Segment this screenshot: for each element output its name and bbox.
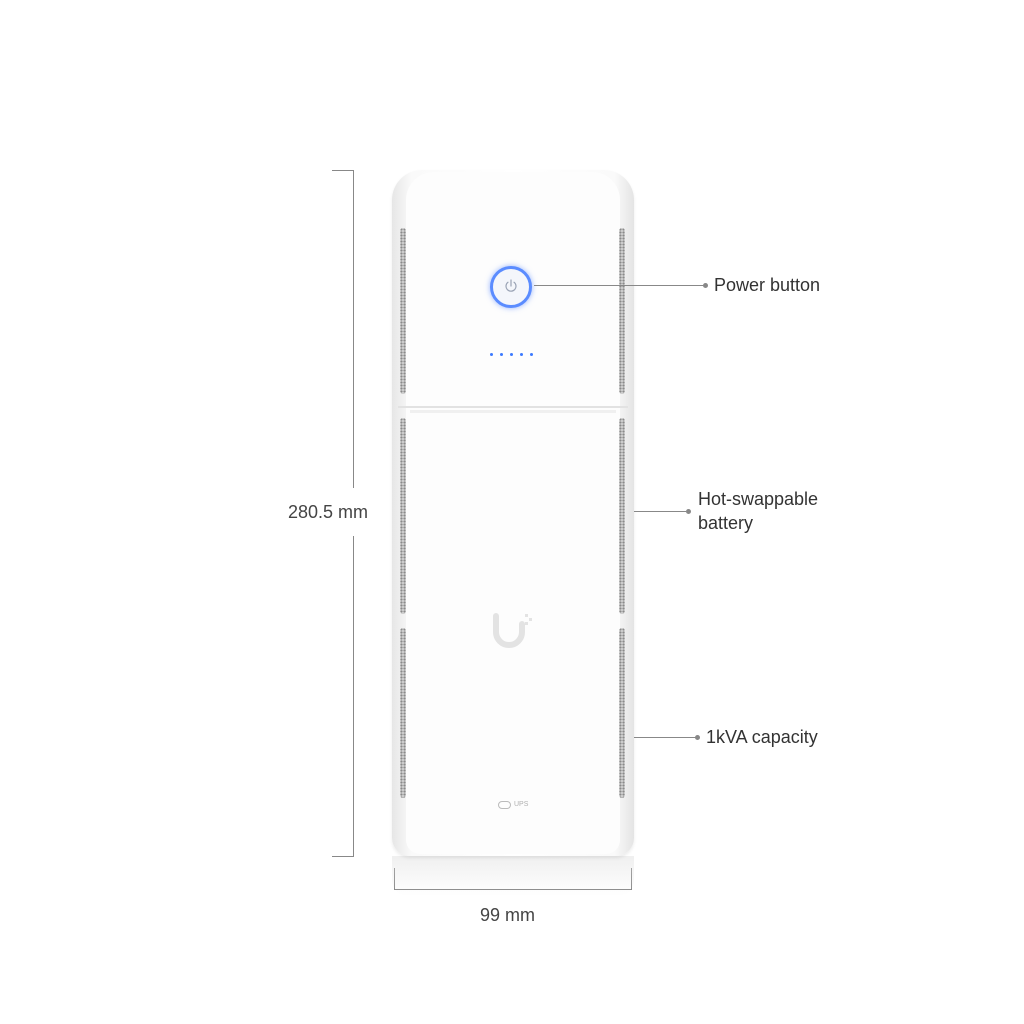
ups-device: UPS (392, 170, 634, 856)
callout-power-label: Power button (714, 275, 821, 295)
callout-capacity-line (634, 737, 696, 738)
power-button[interactable] (490, 266, 532, 308)
led-5 (530, 353, 533, 356)
vent-right-top (619, 228, 625, 394)
battery-level-leds (490, 353, 536, 357)
battery-door-seam (398, 406, 628, 408)
width-bracket-right (631, 868, 632, 890)
width-bracket-left (394, 868, 395, 890)
callout-battery-label-line1: Hot-swappable (698, 489, 819, 509)
width-label: 99 mm (480, 905, 536, 925)
ups-badge-text: UPS (514, 801, 529, 808)
led-4 (520, 353, 523, 356)
ubiquiti-logo-icon (493, 613, 532, 648)
vent-left-middle (400, 418, 406, 614)
power-icon (505, 279, 517, 292)
vent-right-bottom (619, 628, 625, 798)
height-bracket-bottom (332, 856, 354, 857)
vent-right-middle (619, 418, 625, 614)
callout-capacity-label: 1kVA capacity (706, 727, 818, 747)
height-bracket-line-upper (353, 170, 354, 488)
led-3 (510, 353, 513, 356)
height-bracket-line-lower (353, 536, 354, 857)
floor-reflection (392, 856, 634, 896)
height-label: 280.5 mm (288, 502, 369, 522)
height-bracket-top (332, 170, 354, 171)
callout-capacity-dot (695, 735, 700, 740)
callout-battery-line (634, 511, 686, 512)
battery-icon (498, 801, 511, 809)
ups-badge: UPS (498, 800, 538, 812)
vent-left-bottom (400, 628, 406, 798)
callout-battery-dot (686, 509, 691, 514)
callout-battery-label-line2: battery (698, 513, 754, 533)
callout-power-dot (703, 283, 708, 288)
callout-power-line (534, 285, 704, 286)
led-1 (490, 353, 493, 356)
battery-door-lip (410, 410, 616, 413)
width-bracket-line (394, 889, 632, 890)
led-2 (500, 353, 503, 356)
vent-left-top (400, 228, 406, 394)
